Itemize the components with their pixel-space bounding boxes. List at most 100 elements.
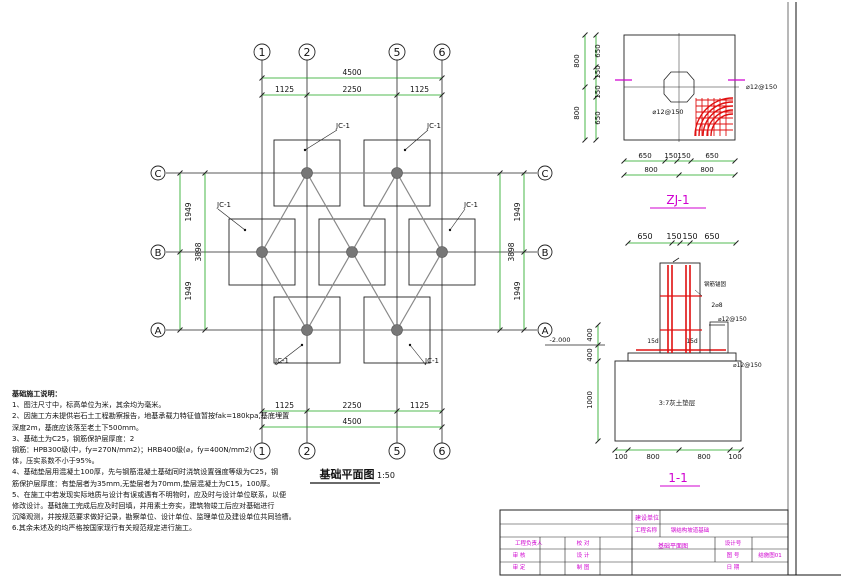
tb-engineer: 工程负责人	[515, 539, 543, 547]
dim-tick	[202, 170, 208, 176]
s11-cap	[627, 352, 737, 362]
axis-bubble-right-B	[537, 244, 553, 260]
column-mid-left	[256, 246, 268, 258]
construction-notes: 基础施工说明： 1、图注尺寸中，标高单位为米，其余均为毫米。2、因施工方未提供岩…	[12, 388, 496, 534]
axis-bubble-B	[150, 244, 166, 260]
zj1-outline	[623, 34, 736, 141]
plan-title: 基础平面图	[319, 467, 375, 481]
dim-tick	[727, 447, 733, 453]
dim-tick	[595, 438, 601, 444]
zj1-dim-left-2: 150	[594, 65, 602, 78]
note-line: 6.其余未述及的均严格按国家现行有关规范规定进行施工。	[12, 523, 197, 533]
dim-tick	[497, 327, 503, 333]
dim-tick	[625, 447, 631, 453]
dim-seg-top-3: 1125	[410, 85, 429, 94]
dim-tick	[439, 408, 445, 414]
tb-approve: 审 定	[513, 563, 526, 571]
s11-pier-rect	[709, 321, 729, 354]
axis-label-bottom-5: 5	[394, 445, 401, 458]
dim-tick	[677, 240, 683, 246]
zj1-dim-left-total-2: 800	[573, 106, 581, 119]
footing-label: JC-1	[463, 201, 478, 209]
zj1-dim-bottom-2: 150	[664, 152, 677, 160]
s11-lap-left: 15d	[647, 338, 659, 345]
note-line: 深度2m，基底应该落至老土下500mm。	[12, 422, 144, 432]
note-line: 1、图注尺寸中，标高单位为米，其余均为毫米。	[12, 400, 166, 410]
s11-fill	[614, 360, 742, 442]
s11-dim-bottom-3: 800	[697, 453, 710, 461]
zj1-dim-left-1: 650	[594, 44, 602, 57]
axis-label-bottom-1: 1	[259, 445, 266, 458]
footing-label: JC-1	[426, 122, 441, 130]
s11-break	[672, 257, 680, 263]
axis-label-bottom-2: 2	[304, 445, 311, 458]
dim-seg-right-2: 1949	[513, 281, 522, 300]
s11-dim-bottom-2: 800	[646, 453, 659, 461]
axis-bubble-top-6	[433, 43, 451, 61]
column-mid-right	[436, 246, 448, 258]
zj1-column	[663, 71, 695, 103]
dim-tick	[259, 408, 265, 414]
s11-fill-label: 3:7灰土垫层	[659, 398, 696, 407]
s11-dim-top-3: 150	[682, 232, 697, 241]
dim-total-left: 3898	[194, 242, 203, 261]
note-line: 修改设计。基础施工完成后应及时回填，并用素土夯实，建筑物竣工后应对基础进行	[12, 501, 275, 511]
dim-tick	[621, 172, 627, 178]
dim-tick	[521, 249, 527, 255]
note-line: 沉降观测，并按规范要求做好记录，勘察单位、设计单位、监理单位及建设单位共同验槽。	[12, 512, 296, 522]
axis-bubble-top-5	[388, 43, 406, 61]
leader-line	[304, 129, 338, 151]
tb-review: 审 核	[513, 551, 526, 559]
dim-tick	[177, 327, 183, 333]
dim-tick	[687, 240, 693, 246]
footing-center	[318, 218, 386, 286]
dim-seg-left-1: 1949	[184, 202, 193, 221]
zj1-dim-bottom-1: 650	[638, 152, 651, 160]
column-bottom-right	[391, 324, 403, 336]
dim-tick	[582, 137, 588, 143]
dim-tick	[593, 74, 599, 80]
footing-mid-left	[228, 218, 296, 286]
s11-dim-bottom-4: 100	[728, 453, 741, 461]
axis-label-left-C: C	[155, 169, 162, 180]
note-line: 3、基础土为C25，钢筋保护层厚度：2	[12, 433, 135, 443]
dim-tick	[676, 172, 682, 178]
dim-tick	[439, 92, 445, 98]
s11-stirrup-label: 钢筋锚固	[704, 280, 727, 288]
axis-label-top-6: 6	[439, 46, 446, 59]
axis-label-right-C: C	[542, 169, 549, 180]
note-line: 钢筋：HPB300级(中，fy=270N/mm2)；HRB400级(⌀，fy=4…	[12, 445, 253, 455]
zj1-rebar-arc	[702, 105, 734, 137]
axis-bubble-bottom-6	[433, 442, 451, 460]
leader-line	[404, 129, 429, 151]
dim-tick	[259, 424, 265, 430]
s11-leader	[694, 289, 703, 297]
tb-project-label: 工程名称	[635, 526, 658, 534]
dim-seg-top-2: 2250	[342, 85, 361, 94]
leader-dot	[303, 148, 307, 152]
s11-lap-right: 15d	[686, 338, 698, 345]
note-line: 2、因施工方未提供岩石土工程勘察报告，地基承载力特征值暂按fak=180kpa,…	[12, 411, 290, 421]
dim-seg-right-1: 1949	[513, 202, 522, 221]
s11-dim-top-4: 650	[704, 232, 719, 241]
zj1-rebar-arc	[710, 113, 734, 137]
note-line: 体，压实系数不小于95%。	[12, 456, 99, 466]
axis-label-left-B: B	[155, 248, 162, 259]
leader-line	[275, 344, 303, 366]
dim-tick	[676, 447, 682, 453]
dim-tick	[621, 158, 627, 164]
s11-tie-label: 2⌀8	[711, 302, 722, 309]
dim-tick	[612, 447, 618, 453]
dim-tick	[582, 84, 588, 90]
leader-dot	[448, 228, 452, 232]
s11-dim-left-2: 400	[586, 348, 594, 361]
dim-tick	[394, 92, 400, 98]
note-line: 5、在施工中若发现实际地质与设计有误或遇有不明物时，应及时与设计单位联系，以便	[12, 489, 287, 499]
dim-tick	[595, 322, 601, 328]
axis-label-left-A: A	[155, 326, 162, 337]
s11-dim-bottom-1: 100	[614, 453, 627, 461]
tb-design-no: 设计号	[725, 539, 742, 547]
zj1-dim-left-4: 650	[594, 111, 602, 124]
axis-label-top-1: 1	[259, 46, 266, 59]
